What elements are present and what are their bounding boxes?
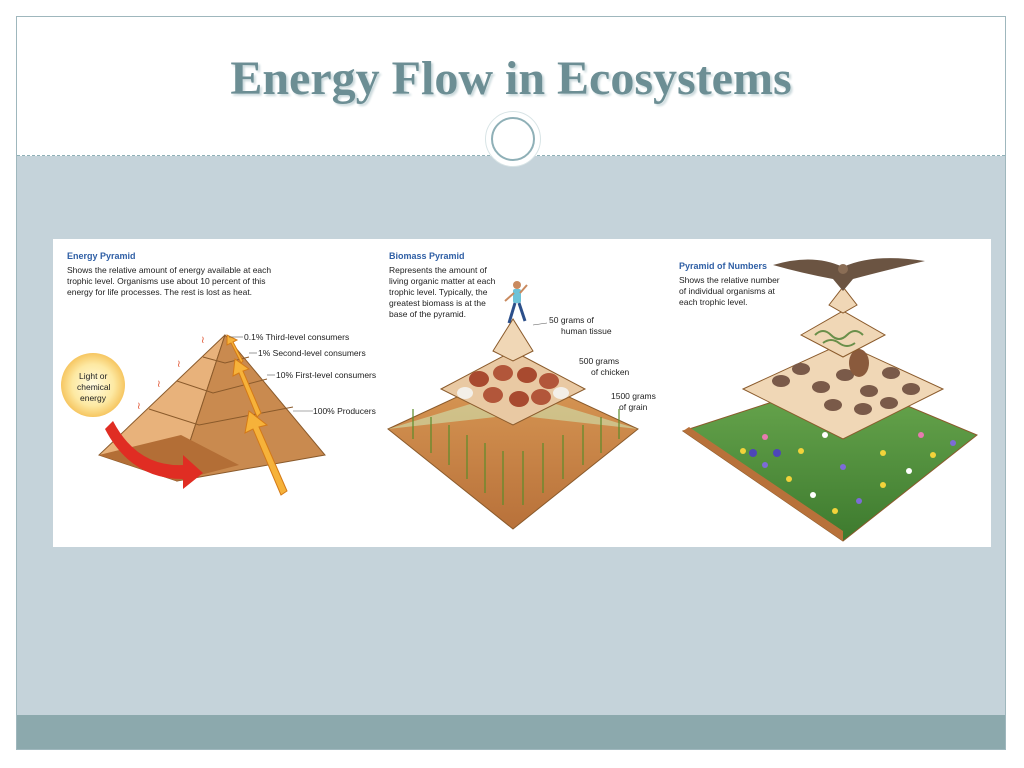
leader-line	[532, 322, 548, 326]
rabbit-icon	[849, 349, 869, 377]
footer-band	[17, 715, 1005, 749]
slide-title: Energy Flow in Ecosystems	[230, 52, 792, 105]
rodents-icon	[772, 363, 920, 415]
hawk-icon	[773, 258, 925, 291]
biomass-chicken-tier	[439, 350, 587, 426]
numbers-pyramid-heading: Pyramid of Numbers	[679, 261, 767, 271]
biomass-pyramid: Biomass Pyramid Represents the amount of…	[387, 251, 656, 530]
heat-wisp-icon: ≀	[201, 335, 205, 346]
biomass-grain-label-1: 1500 grams	[611, 391, 656, 401]
biomass-human-label-2: human tissue	[561, 326, 612, 336]
energy-flow-arrow-small-icon	[226, 334, 244, 364]
biomass-desc-line-1: Represents the amount of	[389, 265, 487, 275]
energy-input-arrow-icon	[105, 421, 203, 489]
energy-level-label-third: 0.1% Third-level consumers	[244, 332, 349, 342]
energy-level-label-first: 10% First-level consumers	[276, 370, 376, 380]
chickens-icon	[457, 365, 569, 407]
numbers-snake-tier	[799, 310, 887, 358]
biomass-desc-line-4: greatest biomass is at the	[389, 298, 486, 308]
biomass-chicken-label-1: 500 grams	[579, 356, 619, 366]
energy-desc-line-2: trophic level. Organisms use about 10 pe…	[67, 276, 265, 286]
energy-pyramid-heading: Energy Pyramid	[67, 251, 136, 261]
sun-label-line-1: Light or	[79, 371, 108, 381]
heat-wisp-icon: ≀	[157, 379, 161, 390]
ornament-ring	[491, 117, 535, 161]
title-circle-ornament	[485, 111, 541, 167]
energy-level-label-second: 1% Second-level consumers	[258, 348, 366, 358]
energy-flow-arrow-large-icon	[244, 410, 288, 496]
energy-pyramid-base-cut	[99, 435, 239, 481]
biomass-pyramid-heading: Biomass Pyramid	[389, 251, 465, 261]
tier-line-3	[148, 406, 294, 426]
numbers-base-soil	[683, 427, 843, 541]
ecological-pyramids-figure: Energy Pyramid Shows the relative amount…	[53, 239, 991, 547]
biomass-human-label-1: 50 grams of	[549, 315, 595, 325]
energy-desc-line-3: energy for life processes. The rest is l…	[67, 287, 252, 297]
biomass-desc-line-2: living organic matter at each	[389, 276, 496, 286]
energy-level-label-producers: 100% Producers	[313, 406, 376, 416]
heat-wisp-icon: ≀	[177, 359, 181, 370]
numbers-apex-tier	[828, 286, 858, 314]
sun-label-line-2: chemical	[77, 382, 111, 392]
sun-label-line-3: energy	[80, 393, 107, 403]
heat-wisp-icon: ≀	[137, 401, 141, 412]
wildflowers-icon	[740, 432, 956, 514]
running-person-icon	[504, 281, 528, 324]
energy-flow-arrow-mid-icon	[232, 358, 262, 418]
energy-desc-line-1: Shows the relative amount of energy avai…	[67, 265, 271, 275]
energy-pyramid: Energy Pyramid Shows the relative amount…	[61, 251, 376, 496]
pyramid-of-numbers: Pyramid of Numbers Shows the relative nu…	[679, 258, 978, 542]
energy-pyramid-right-face	[176, 333, 326, 482]
snakes-icon	[822, 339, 856, 347]
numbers-desc-line-3: each trophic level.	[679, 297, 748, 307]
biomass-human-tier	[492, 318, 534, 362]
numbers-desc-line-2: of individual organisms at	[679, 286, 776, 296]
light-energy-sun-icon	[61, 353, 125, 417]
slide: Energy Flow in Ecosystems	[16, 16, 1006, 750]
biomass-desc-line-5: base of the pyramid.	[389, 309, 466, 319]
biomass-chicken-label-2: of chicken	[591, 367, 630, 377]
snakes-icon	[814, 330, 864, 340]
grain-stalks-icon	[412, 409, 620, 505]
numbers-desc-line-1: Shows the relative number	[679, 275, 780, 285]
biomass-desc-line-3: trophic level. Typically, the	[389, 287, 488, 297]
pyramids-illustration: Energy Pyramid Shows the relative amount…	[61, 251, 978, 542]
biomass-grain-label-2: of grain	[619, 402, 648, 412]
tier-line-2	[176, 378, 268, 394]
